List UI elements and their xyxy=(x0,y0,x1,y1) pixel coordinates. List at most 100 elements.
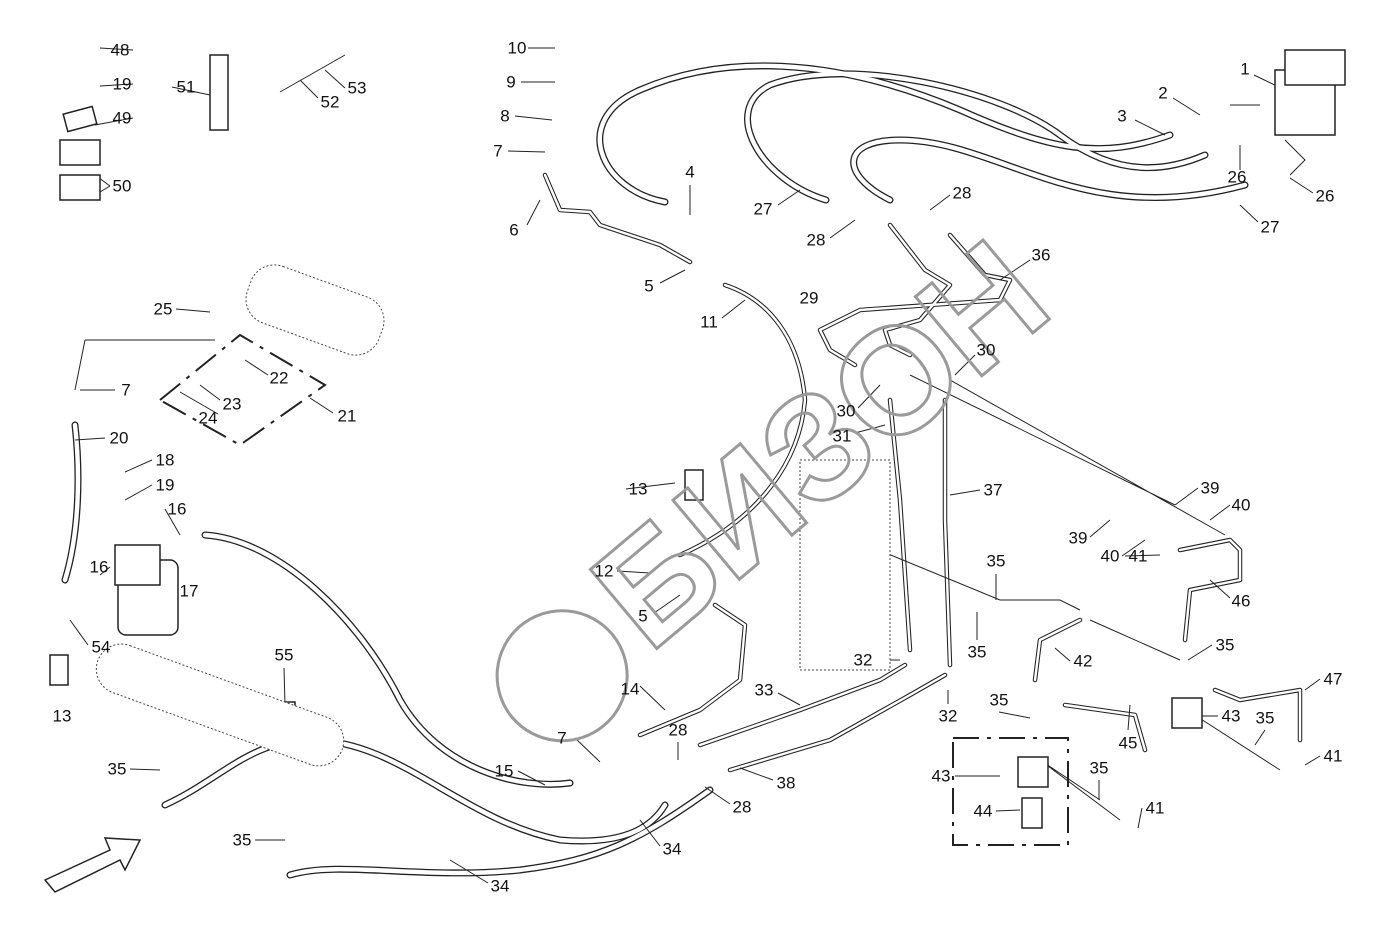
callout-2: 2 xyxy=(1158,83,1168,103)
callout-17: 17 xyxy=(179,581,199,601)
callout-43: 43 xyxy=(1221,706,1241,726)
callout-35: 35 xyxy=(986,551,1006,571)
pipe xyxy=(543,173,692,264)
callout-18: 18 xyxy=(155,450,175,470)
callout-21: 21 xyxy=(337,406,357,426)
callout-52: 52 xyxy=(320,92,340,112)
callout-28: 28 xyxy=(806,230,826,250)
clamp-50-lower xyxy=(59,174,101,201)
callout-51: 51 xyxy=(176,77,196,97)
valve-block-43a xyxy=(1171,697,1203,729)
callout-6: 6 xyxy=(509,220,519,240)
axle-ghost xyxy=(245,264,385,356)
hose xyxy=(161,736,669,845)
callout-1: 1 xyxy=(1240,59,1250,79)
callout-41: 41 xyxy=(1145,798,1165,818)
hose xyxy=(62,422,81,583)
callout-35: 35 xyxy=(107,759,127,779)
pipe xyxy=(818,233,1012,367)
callout-13: 13 xyxy=(52,706,72,726)
callout-35: 35 xyxy=(232,830,252,850)
callout-19: 19 xyxy=(112,74,132,94)
callout-29: 29 xyxy=(799,288,819,308)
pipe xyxy=(1033,618,1082,682)
callout-12: 12 xyxy=(594,561,614,581)
callout-53: 53 xyxy=(347,78,367,98)
hose xyxy=(851,137,1248,203)
callout-14: 14 xyxy=(620,679,640,699)
callout-28: 28 xyxy=(668,720,688,740)
callout-35: 35 xyxy=(989,690,1009,710)
callout-46: 46 xyxy=(1231,591,1251,611)
pipe xyxy=(883,223,952,357)
callout-35: 35 xyxy=(1255,708,1275,728)
callout-22: 22 xyxy=(269,368,289,388)
callout-44: 44 xyxy=(973,801,993,821)
pipe xyxy=(1063,703,1147,752)
sensor-13 xyxy=(684,469,704,501)
callout-35: 35 xyxy=(1089,758,1109,778)
callout-15: 15 xyxy=(494,761,514,781)
callout-32: 32 xyxy=(938,706,958,726)
filter-head xyxy=(114,544,161,586)
callout-27: 27 xyxy=(1260,217,1280,237)
pipe xyxy=(1213,688,1302,742)
plate-49 xyxy=(62,105,98,133)
callout-31: 31 xyxy=(832,426,852,446)
callout-19: 19 xyxy=(155,475,175,495)
callout-23: 23 xyxy=(222,394,242,414)
callout-8: 8 xyxy=(500,106,510,126)
callout-7: 7 xyxy=(493,141,503,161)
callout-38: 38 xyxy=(776,773,796,793)
callout-24: 24 xyxy=(198,408,218,428)
callout-26: 26 xyxy=(1315,186,1335,206)
callout-39: 39 xyxy=(1068,528,1088,548)
kit-21-frame xyxy=(158,333,327,447)
callout-39: 39 xyxy=(1200,478,1220,498)
callout-35: 35 xyxy=(967,642,987,662)
hose xyxy=(744,70,1209,204)
callout-13: 13 xyxy=(628,479,648,499)
callout-7: 7 xyxy=(557,728,567,748)
clamp-50-upper xyxy=(59,139,101,166)
callout-47: 47 xyxy=(1323,669,1343,689)
pipe xyxy=(888,398,912,652)
callout-11: 11 xyxy=(700,312,718,332)
callout-7: 7 xyxy=(121,380,131,400)
callout-26: 26 xyxy=(1227,167,1247,187)
pipe xyxy=(728,673,947,772)
sensor-13-left xyxy=(49,654,69,686)
fitting-44 xyxy=(1021,797,1043,829)
pipe xyxy=(943,398,952,667)
pipe xyxy=(1178,538,1242,642)
callout-28: 28 xyxy=(952,183,972,203)
callout-35: 35 xyxy=(1215,635,1235,655)
control-valve-block xyxy=(799,459,891,671)
hose xyxy=(596,62,1174,206)
cylinder-ghost xyxy=(95,643,345,767)
valve-block-43b xyxy=(1017,756,1049,788)
pipe xyxy=(638,603,747,737)
callout-49: 49 xyxy=(112,108,132,128)
callout-4: 4 xyxy=(685,162,695,182)
callout-54: 54 xyxy=(91,637,111,657)
hose xyxy=(162,737,668,844)
callout-50: 50 xyxy=(112,176,132,196)
leader-lines xyxy=(69,47,1321,884)
pipes xyxy=(542,172,1303,773)
hose xyxy=(745,71,1208,203)
callout-32: 32 xyxy=(853,650,873,670)
hose xyxy=(850,136,1249,204)
hose xyxy=(202,532,573,787)
components xyxy=(43,49,1346,893)
callout-27: 27 xyxy=(753,199,773,219)
callout-30: 30 xyxy=(836,401,856,421)
callout-16: 16 xyxy=(167,499,187,519)
callout-40: 40 xyxy=(1231,495,1251,515)
callout-41: 41 xyxy=(1128,546,1148,566)
callout-28: 28 xyxy=(732,797,752,817)
kit-43-frame xyxy=(952,737,1069,846)
pipe xyxy=(678,283,807,557)
callout-40: 40 xyxy=(1100,546,1120,566)
